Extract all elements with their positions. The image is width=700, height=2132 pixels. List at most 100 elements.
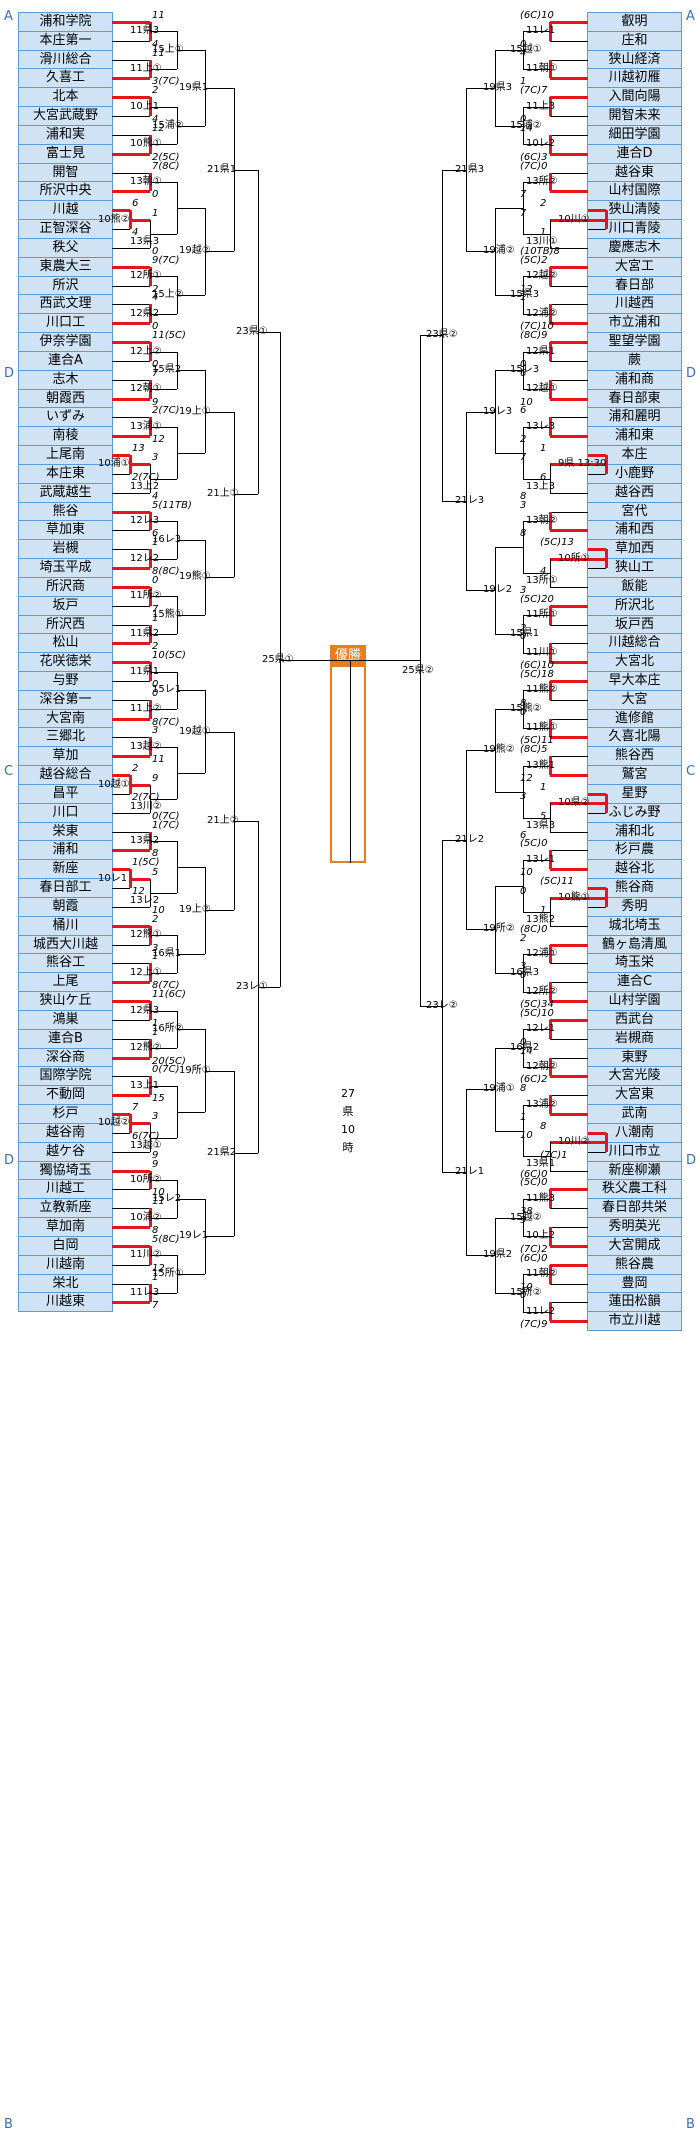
team-left: 所沢中央 <box>18 181 113 202</box>
block-letter: B <box>4 2117 13 2132</box>
team-left: 川口 <box>18 802 113 823</box>
block-letter: D <box>686 1153 697 1168</box>
bracket-line <box>466 929 495 931</box>
bracket-line <box>150 233 177 235</box>
team-left: 与野 <box>18 671 113 691</box>
block-letter: D <box>4 366 15 381</box>
win-line <box>549 511 552 531</box>
bracket-line <box>234 1070 235 1237</box>
bracket-line <box>205 87 234 89</box>
win-line <box>112 1301 150 1305</box>
win-line <box>550 96 588 100</box>
win-line <box>112 1056 150 1060</box>
score: (8C)9 <box>520 330 548 342</box>
bracket-line <box>495 1292 523 1294</box>
champion-label: 優勝 <box>330 645 366 667</box>
team-right: 越谷北 <box>587 859 682 880</box>
game-label: 12上① <box>130 966 162 978</box>
score: 8(7C) <box>152 716 180 728</box>
round3-label: 19所② <box>483 923 515 935</box>
score: (5C)2 <box>520 254 548 266</box>
score: 7 <box>152 1300 159 1312</box>
bracket-line <box>177 841 178 893</box>
score: 4 <box>152 38 159 50</box>
score: 3 <box>520 961 527 973</box>
final-date: 27 <box>341 1087 355 1100</box>
score: 38 <box>520 1206 533 1218</box>
bracket-line <box>177 1111 205 1113</box>
game-label: 11県3 <box>130 25 160 37</box>
win-line <box>130 463 150 467</box>
bracket-line <box>588 473 606 475</box>
bracket-line <box>588 812 606 814</box>
bracket-line <box>112 1038 150 1040</box>
score: 0 <box>152 679 159 690</box>
team-right: 狭山清陵 <box>587 200 682 221</box>
bracket-line <box>495 709 496 792</box>
bracket-line <box>495 1048 523 1050</box>
round3-label: 19レ2 <box>483 584 513 596</box>
win-line <box>112 96 150 100</box>
team-left: 所沢商 <box>18 576 113 597</box>
bracket-line <box>112 1283 150 1285</box>
score: (8C)5 <box>520 744 548 756</box>
score: 2 <box>540 198 547 210</box>
win-line <box>588 792 606 796</box>
bracket-line <box>588 906 606 908</box>
game-label: 12熊① <box>130 929 162 941</box>
win-line <box>549 266 552 286</box>
game-label: 13所① <box>526 574 558 586</box>
bracket-line <box>466 1255 495 1257</box>
score: (7C)0 <box>520 160 548 172</box>
round3-label: 19浦① <box>483 1083 515 1095</box>
team-right: 浦和東 <box>587 426 682 447</box>
game-label: 15越② <box>510 1211 542 1223</box>
bracket-line <box>523 1067 550 1068</box>
bracket-line <box>523 817 550 819</box>
game-label: 11朝① <box>526 63 558 75</box>
game-label: 11上② <box>130 703 162 715</box>
win-line <box>605 455 608 474</box>
bracket-line <box>495 50 523 52</box>
round3-label: 19熊② <box>483 744 515 756</box>
score: 6(7C) <box>132 1130 160 1142</box>
bracket-line <box>550 558 551 587</box>
score: 1 <box>152 1017 159 1029</box>
bracket-line <box>112 1151 150 1153</box>
game-label: 15県1 <box>510 627 540 639</box>
score: 1 <box>540 227 547 239</box>
game-label: 13レ2 <box>130 894 160 906</box>
win-line <box>549 22 552 41</box>
win-line <box>149 417 152 437</box>
win-line <box>549 1019 552 1039</box>
round3-label: 19レ1 <box>179 1230 209 1242</box>
win-line <box>550 1141 606 1145</box>
bracket-line <box>150 972 177 974</box>
game-label: 15熊① <box>152 609 184 621</box>
game-label: 11上① <box>130 63 162 75</box>
score: 1 <box>540 443 547 455</box>
bracket-line <box>150 520 177 522</box>
bracket-line <box>550 624 588 626</box>
win-line <box>549 1227 552 1246</box>
score: 10 <box>520 867 533 879</box>
game-label: 13川② <box>130 800 162 812</box>
score: 1 <box>152 1271 159 1283</box>
bracket-line <box>112 1189 150 1191</box>
score: 12 <box>152 434 165 446</box>
game-label: 10県② <box>558 797 590 809</box>
score: 5(11TB) <box>152 499 192 511</box>
round3-label: 19上① <box>179 405 211 417</box>
game-label: 12県1 <box>526 345 556 357</box>
win-line <box>549 944 552 964</box>
team-left: 草加 <box>18 746 113 767</box>
bracket-line <box>150 596 177 598</box>
score: 12 <box>132 886 145 898</box>
bracket-line <box>112 172 150 174</box>
team-left: 川越工 <box>18 1179 113 1200</box>
team-right: 市立川越 <box>587 1311 682 1332</box>
bracket-line <box>523 351 550 353</box>
game-label: 13上1 <box>130 1079 160 1091</box>
bracket-line <box>523 389 550 391</box>
team-right: 浦和北 <box>587 821 682 842</box>
